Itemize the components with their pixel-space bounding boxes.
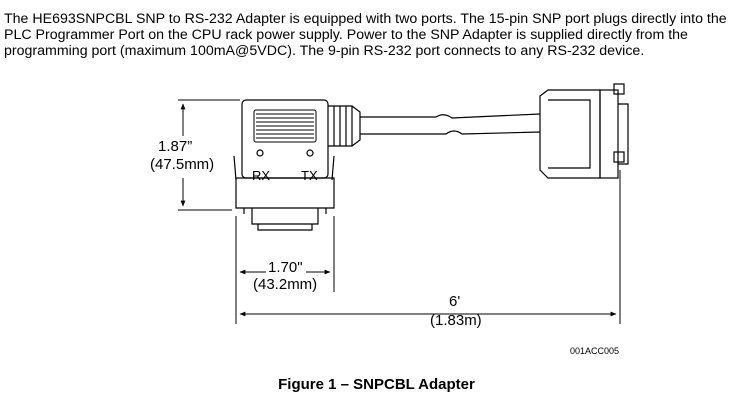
- cable: [360, 113, 541, 135]
- height-dimension: [178, 99, 240, 211]
- length-dimension: [239, 170, 621, 324]
- rx-port-label: RX: [252, 168, 270, 183]
- intro-line-3: programming port (maximum 100mA@5VDC). T…: [4, 43, 645, 59]
- db9-connector: [539, 83, 629, 179]
- intro-line-1: The HE693SNPCBL SNP to RS-232 Adapter is…: [4, 11, 727, 27]
- figure-code: 001ACC005: [570, 346, 619, 356]
- width-inches-label: 1.70": [268, 259, 303, 276]
- length-meters-label: (1.83m): [430, 312, 482, 329]
- strain-relief: [328, 105, 361, 147]
- width-dimension: [235, 216, 335, 324]
- figure-caption: Figure 1 – SNPCBL Adapter: [278, 376, 475, 393]
- width-mm-label: (43.2mm): [253, 276, 317, 293]
- vent-slots: [253, 109, 317, 143]
- height-inches-label: 1.87”: [158, 138, 192, 155]
- adapter-body: [233, 99, 335, 231]
- intro-paragraph: The HE693SNPCBL SNP to RS-232 Adapter is…: [4, 11, 749, 59]
- height-mm-label: (47.5mm): [150, 156, 214, 173]
- length-feet-label: 6': [449, 293, 460, 310]
- intro-line-2: PLC Programmer Port on the CPU rack powe…: [4, 27, 688, 43]
- led-indicators: [256, 149, 314, 157]
- tx-port-label: TX: [301, 168, 318, 183]
